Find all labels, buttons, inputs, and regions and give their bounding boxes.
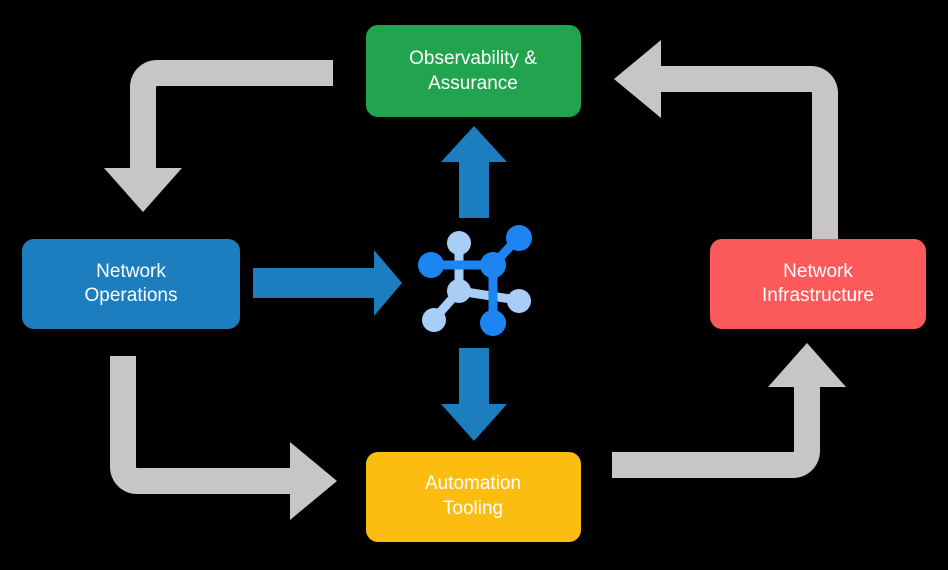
network-operations-label-line1: Network: [96, 261, 166, 282]
gray-arrow-operations-to-automation: [110, 356, 337, 520]
blue-arrow-operations-to-center: [253, 250, 402, 316]
observability-label-line2: Assurance: [428, 73, 518, 94]
observability-box[interactable]: [366, 25, 581, 117]
network-infrastructure-label-line1: Network: [783, 261, 853, 282]
blue-arrow-center-to-automation: [441, 348, 507, 441]
observability-label-line1: Observability &: [409, 48, 537, 69]
gray-arrow-observability-to-operations: [104, 60, 333, 212]
icon-node-left: [418, 252, 444, 278]
icon-node-bottom-left: [422, 308, 446, 332]
icon-node-right-mid: [507, 289, 531, 313]
gray-arrow-automation-to-infrastructure: [612, 343, 846, 478]
icon-node-top-right: [506, 225, 532, 251]
network-operations-label-line2: Operations: [85, 285, 178, 306]
automation-tooling-box[interactable]: [366, 452, 581, 542]
blue-arrow-center-to-observability: [441, 126, 507, 218]
node-observability-assurance[interactable]: Observability & Assurance: [366, 25, 581, 117]
network-infrastructure-label-line2: Infrastructure: [762, 285, 874, 306]
icon-node-hub: [480, 252, 506, 278]
network-operations-box[interactable]: [22, 239, 240, 329]
icon-node-center-left: [447, 279, 471, 303]
gray-arrow-infrastructure-to-observability: [614, 40, 838, 240]
node-network-operations[interactable]: Network Operations: [22, 239, 240, 329]
network-infrastructure-box[interactable]: [710, 239, 926, 329]
automation-tooling-label-line2: Tooling: [443, 498, 503, 519]
node-network-infrastructure[interactable]: Network Infrastructure: [710, 239, 926, 329]
network-topology-icon: [418, 225, 532, 336]
icon-node-top-left: [447, 231, 471, 255]
node-automation-tooling[interactable]: Automation Tooling: [366, 452, 581, 542]
automation-tooling-label-line1: Automation: [425, 473, 521, 494]
icon-node-bottom: [480, 310, 506, 336]
